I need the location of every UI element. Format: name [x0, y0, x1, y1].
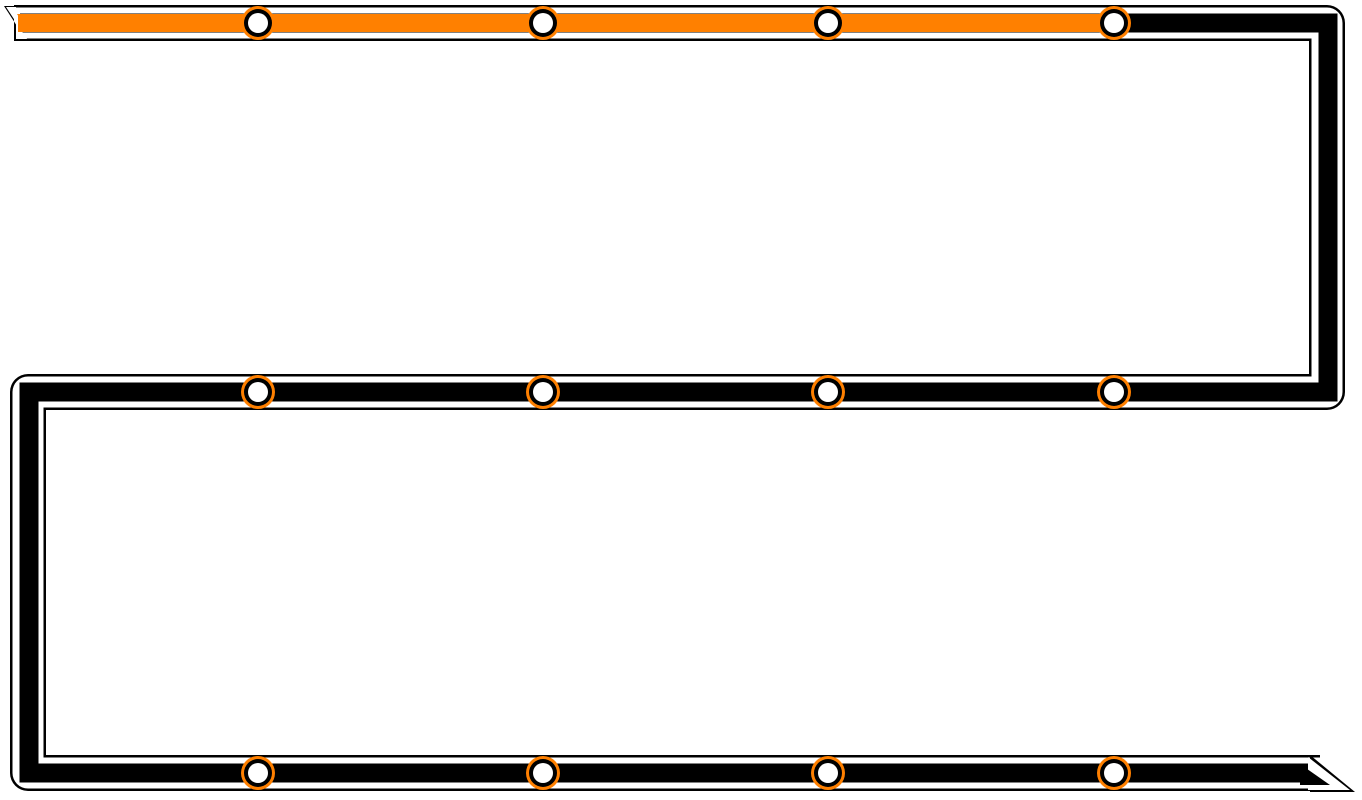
progress-node-completed [241, 6, 275, 40]
node-core [818, 763, 838, 783]
progress-node [811, 756, 845, 790]
nodes [241, 6, 1131, 790]
progress-node [241, 375, 275, 409]
progress-node [1097, 375, 1131, 409]
progress-node-completed [1097, 6, 1131, 40]
progress-node [1097, 756, 1131, 790]
node-core [533, 382, 553, 402]
progress-start-cap [17, 14, 29, 32]
node-core [248, 763, 268, 783]
progress-node [526, 756, 560, 790]
progress-node-completed [811, 6, 845, 40]
node-core [248, 382, 268, 402]
node-core [1104, 382, 1124, 402]
progress-node [241, 756, 275, 790]
progress-node [811, 375, 845, 409]
node-core [818, 382, 838, 402]
progress-node [526, 375, 560, 409]
node-core [533, 13, 553, 33]
track [4, 5, 1355, 792]
node-core [533, 763, 553, 783]
progress-node-completed [526, 6, 560, 40]
node-core [1104, 13, 1124, 33]
node-core [1104, 763, 1124, 783]
node-core [818, 13, 838, 33]
track-end-tip [1300, 764, 1330, 785]
node-core [248, 13, 268, 33]
track-line [19, 13, 1338, 783]
